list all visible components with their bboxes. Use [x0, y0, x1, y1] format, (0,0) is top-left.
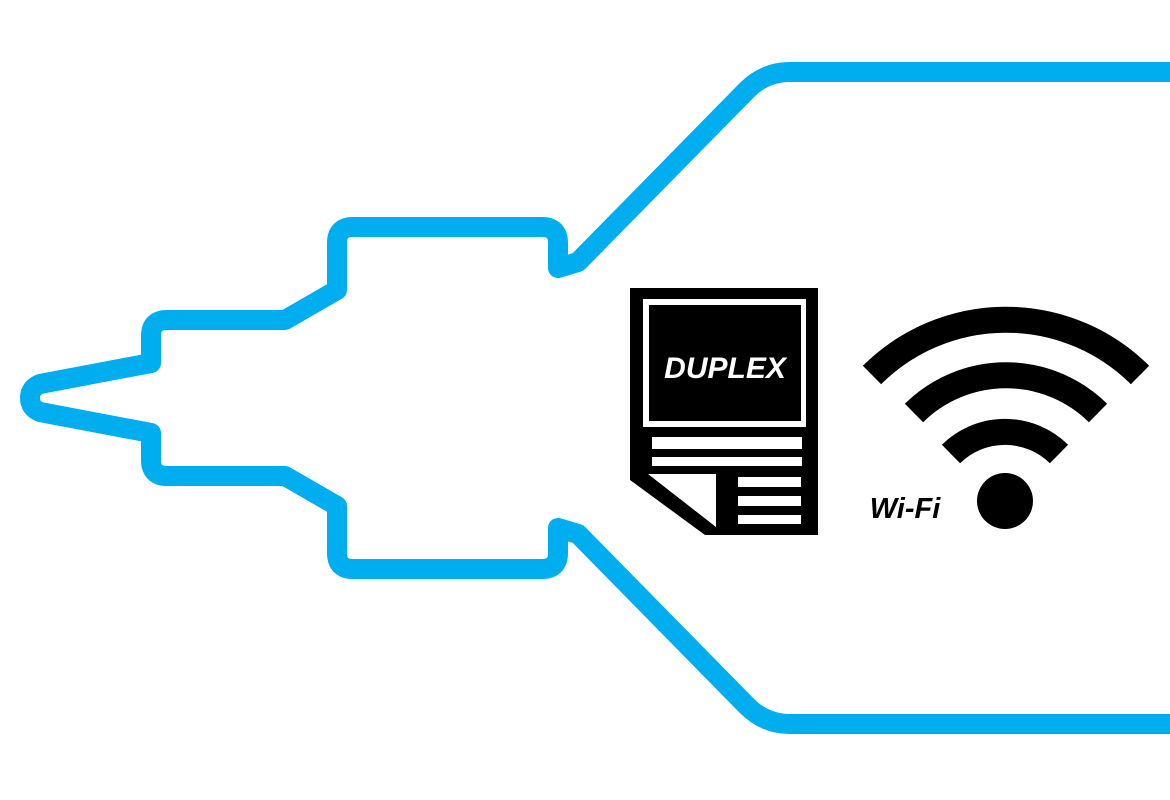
duplex-label: DUPLEX [664, 352, 788, 385]
wifi-arc-inner [941, 418, 1069, 464]
wifi-dot [977, 473, 1033, 529]
wifi-arc-middle [904, 362, 1108, 423]
duplex-document-icon: DUPLEX [630, 288, 818, 535]
wifi-icon [862, 306, 1150, 529]
document-line-4 [738, 496, 801, 506]
document-line-1 [652, 437, 802, 449]
document-screen [649, 305, 801, 421]
document-line-5 [738, 515, 801, 524]
wifi-label: Wi-Fi [870, 493, 942, 525]
wifi-arc-outer [862, 306, 1150, 385]
document-line-3 [738, 477, 801, 487]
document-folded-corner [648, 474, 716, 527]
document-line-2 [652, 457, 802, 466]
connector-outline [20, 62, 1170, 734]
